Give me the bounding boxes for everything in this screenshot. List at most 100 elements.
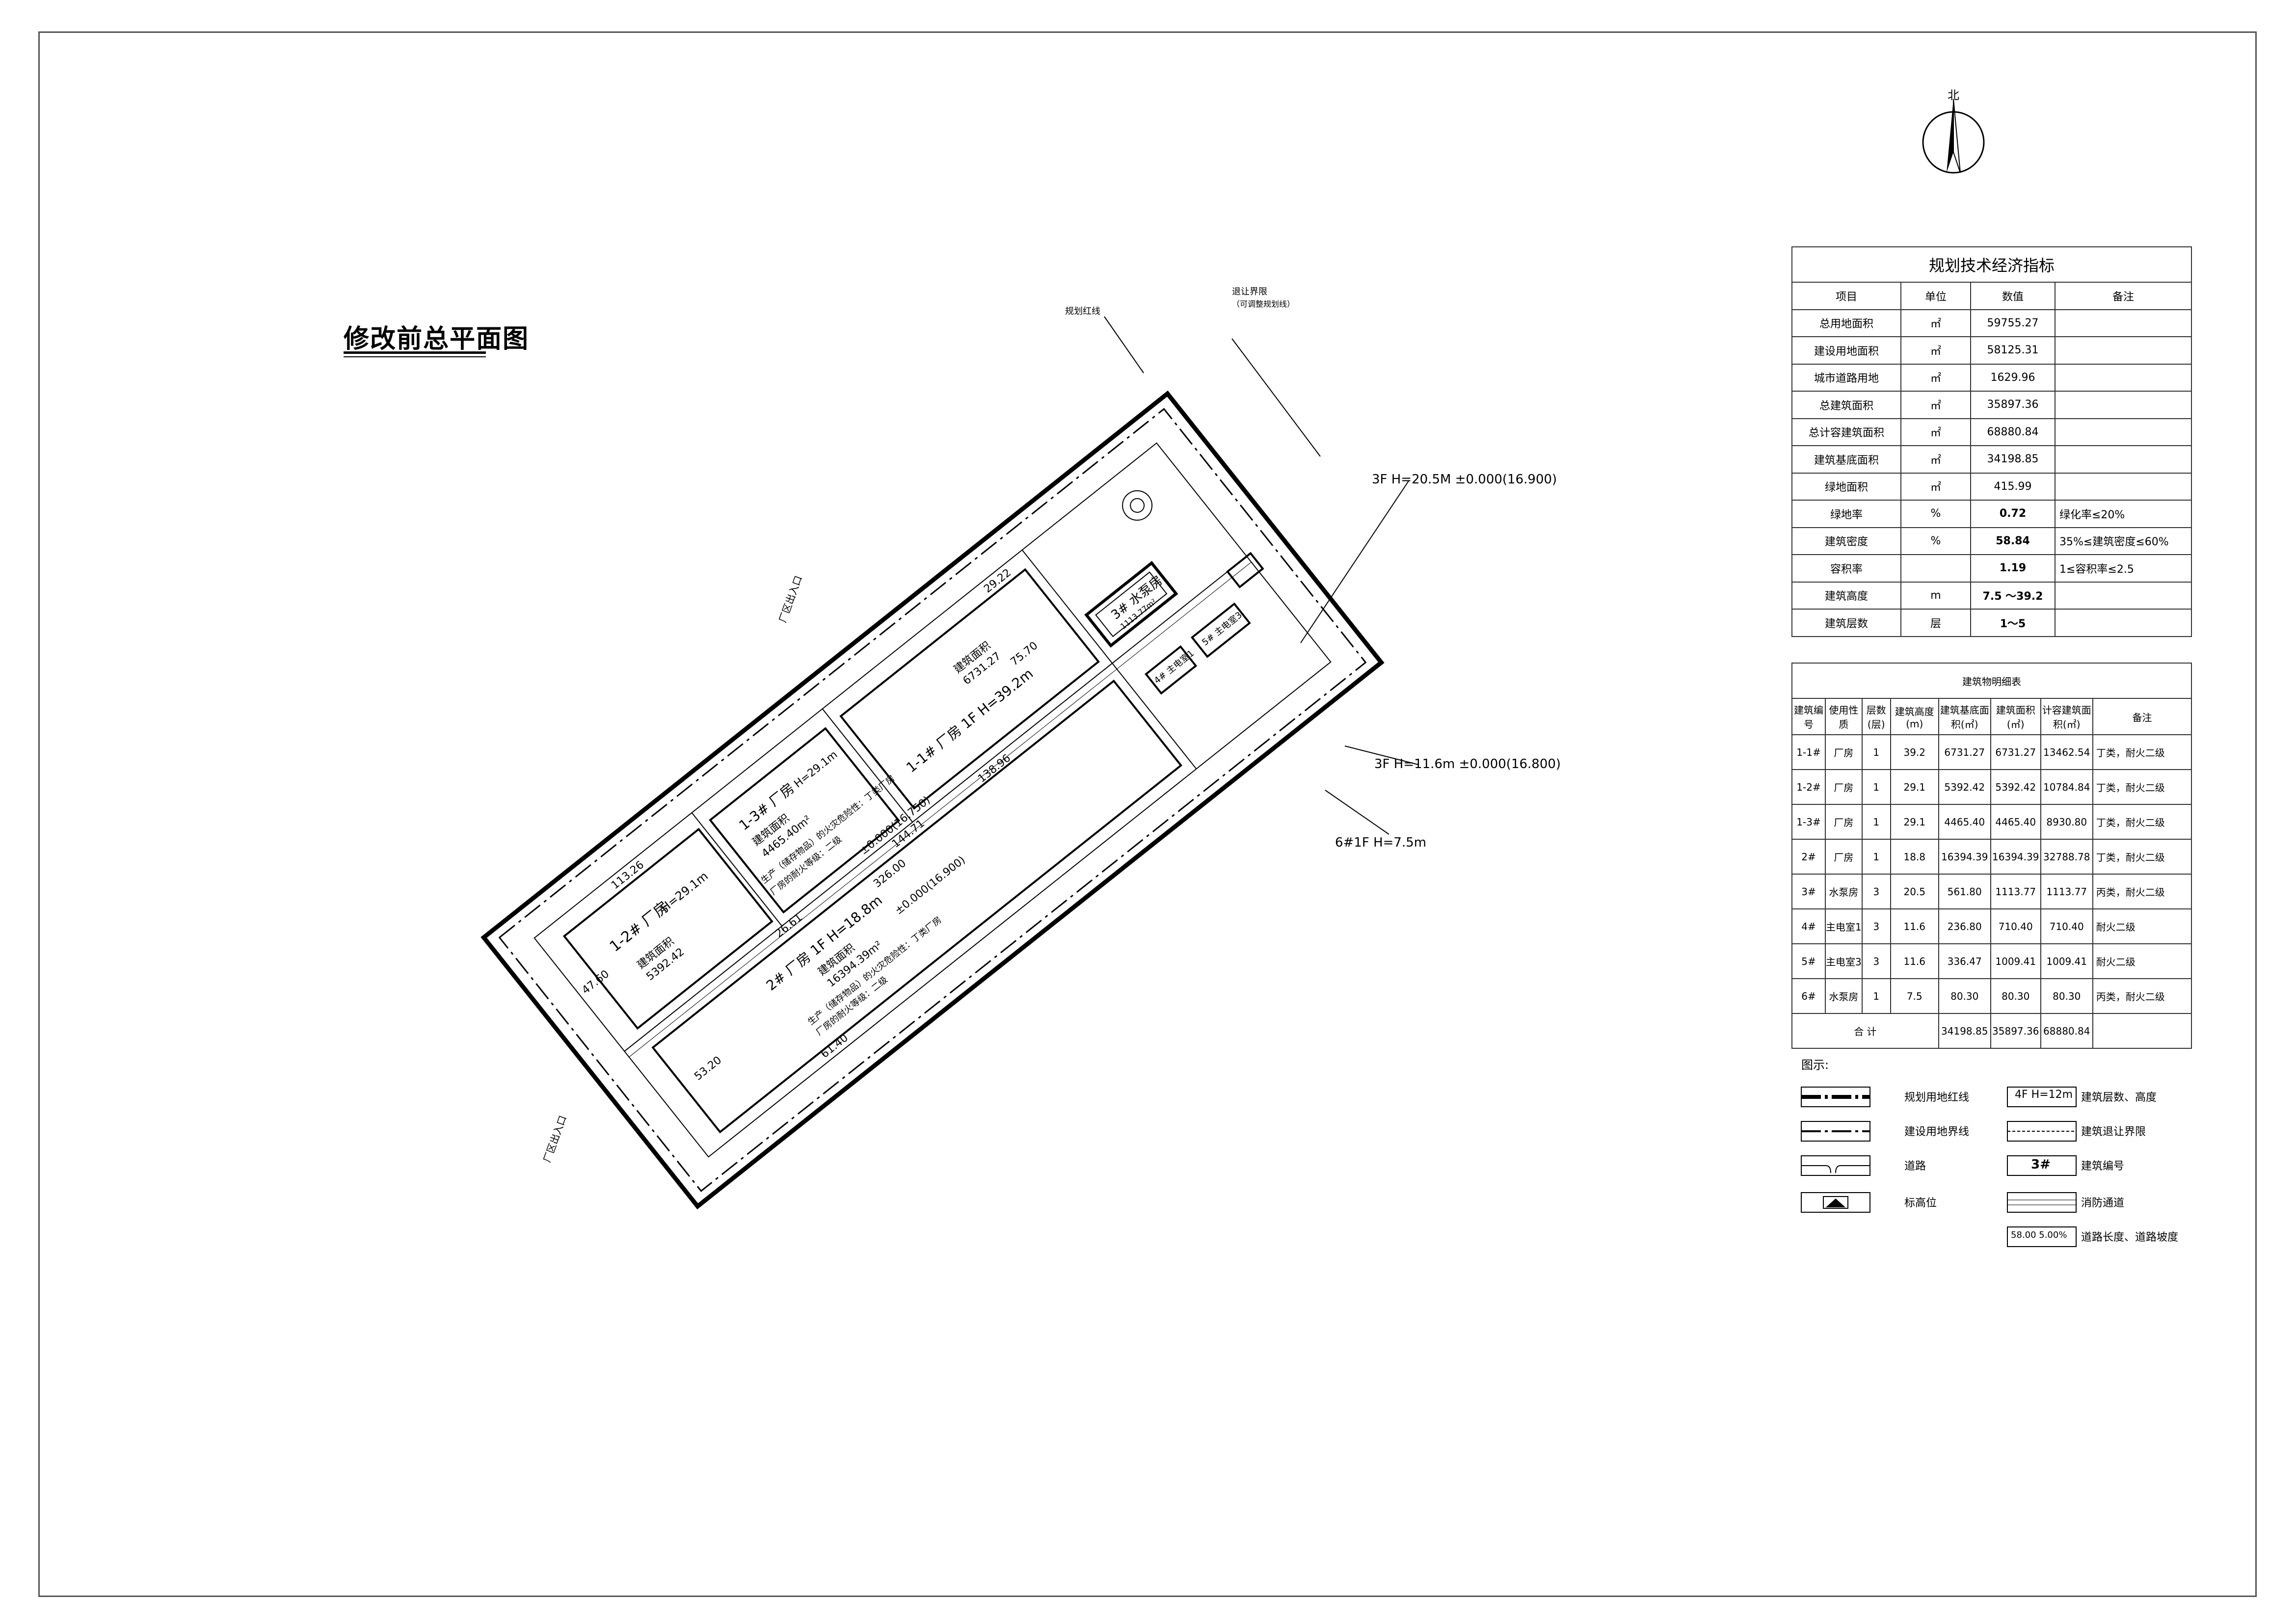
setback-note: 退让界限 — [1232, 287, 1267, 297]
building-cell: 厂房 — [1825, 734, 1863, 770]
building-1-2 — [562, 827, 774, 1030]
econ-cell — [2055, 336, 2192, 365]
building-cell: 5392.42 — [1990, 769, 2041, 805]
building-cell: 561.80 — [1938, 874, 1991, 909]
econ-cell: 1629.96 — [1970, 363, 2056, 392]
building-cell: 7.5 — [1890, 978, 1939, 1014]
building-cell: 丁类，耐火二级 — [2092, 769, 2192, 805]
econ-cell: 建筑层数 — [1791, 609, 1901, 637]
building-1-1 — [839, 568, 1100, 810]
building-cell: 5# — [1791, 943, 1826, 979]
econ-cell: 容积率 — [1791, 554, 1901, 583]
econ-cell: % — [1900, 500, 1971, 528]
building-cell: 8930.80 — [2040, 804, 2093, 840]
building-cell: 1009.41 — [2040, 943, 2093, 979]
building-1-3 — [709, 727, 900, 914]
bld-total-label: 合 计 — [1791, 1013, 1939, 1049]
building-cell: 10784.84 — [2040, 769, 2093, 805]
bld-header-base-area: 建筑基底面积(㎡) — [1938, 698, 1991, 735]
title-underline-thin — [344, 356, 486, 357]
bld-header-area: 建筑面积(㎡) — [1990, 698, 2041, 735]
building-cell: 16394.39 — [1990, 839, 2041, 875]
bld-total-base: 34198.85 — [1938, 1013, 1991, 1049]
legend-setback-label: 建筑退让界限 — [2081, 1126, 2146, 1138]
econ-cell — [1900, 554, 1971, 583]
building-4 — [1145, 645, 1198, 695]
building-cell: 11.6 — [1890, 943, 1939, 979]
econ-cell: 总计容建筑面积 — [1791, 418, 1901, 446]
building-cell: 80.30 — [1990, 978, 2041, 1014]
building-cell: 3# — [1791, 874, 1826, 909]
econ-cell: 1～5 — [1970, 609, 2056, 637]
building-cell: 16394.39 — [1938, 839, 1991, 875]
econ-cell: 68880.84 — [1970, 418, 2056, 446]
entrance-top: 厂区出入口 — [776, 574, 804, 624]
building-cell: 厂房 — [1825, 839, 1863, 875]
building-cell: 丁类，耐火二级 — [2092, 804, 2192, 840]
econ-cell: m — [1900, 581, 1971, 610]
building-cell: 20.5 — [1890, 874, 1939, 909]
building-cell: 3 — [1861, 874, 1891, 909]
bld-total-area: 35897.36 — [1990, 1013, 2041, 1049]
econ-cell: 1≤容积率≤2.5 — [2055, 554, 2192, 583]
legend-building-no-sample: 3# — [2031, 1157, 2051, 1172]
bld-total-far: 68880.84 — [2040, 1013, 2093, 1049]
building-cell: 1-2# — [1791, 769, 1826, 805]
building-cell: 80.30 — [1938, 978, 1991, 1014]
entrance-bottom: 厂区出入口 — [541, 1114, 569, 1164]
econ-cell — [2055, 445, 2192, 474]
dim-53: 53.20 — [692, 1054, 724, 1083]
econ-cell: 7.5 ～39.2 — [1970, 581, 2056, 610]
building-cell: 11.6 — [1890, 908, 1939, 944]
econ-cell: 总建筑面积 — [1791, 391, 1901, 419]
building-cell: 1 — [1861, 804, 1891, 840]
econ-cell: 0.72 — [1970, 500, 2056, 528]
label-1-2-height: H=29.1m — [658, 869, 711, 915]
econ-cell: 建筑密度 — [1791, 527, 1901, 555]
econ-cell: 建筑基底面积 — [1791, 445, 1901, 474]
north-arrow-icon: 北 — [1922, 88, 1985, 174]
bld-header-note: 备注 — [2092, 698, 2192, 735]
legend-red-line-label: 规划用地红线 — [1904, 1092, 1970, 1104]
econ-cell: 415.99 — [1970, 472, 2056, 501]
econ-cell — [2055, 309, 2192, 337]
building-cell: 1 — [1861, 734, 1891, 770]
building-cell: 丙类，耐火二级 — [2092, 874, 2192, 909]
construction-boundary — [498, 408, 1367, 1192]
building-cell: 厂房 — [1825, 804, 1863, 840]
econ-cell — [2055, 472, 2192, 501]
elev-top-callout: 3F H=20.5M ±0.000(16.900) — [1372, 472, 1557, 487]
bld-header-floors: 层数(层) — [1861, 698, 1891, 735]
econ-cell — [2055, 581, 2192, 610]
econ-header-note: 备注 — [2055, 282, 2192, 310]
setback-note2: （可调整规划线） — [1232, 299, 1295, 309]
econ-cell: ㎡ — [1900, 363, 1971, 392]
building-cell: 丙类，耐火二级 — [2092, 978, 2192, 1014]
econ-cell: 绿化率≤20% — [2055, 500, 2192, 528]
econ-header-item: 项目 — [1791, 282, 1901, 310]
econ-cell: 绿地面积 — [1791, 472, 1901, 501]
site-boundary — [481, 390, 1385, 1210]
legend-construction-line-label: 建设用地界线 — [1904, 1126, 1970, 1138]
legend-fire-lane-label: 消防通道 — [2081, 1197, 2125, 1209]
econ-cell: 总用地面积 — [1791, 309, 1901, 337]
legend-floors-sample: 4F H=12m — [2015, 1089, 2073, 1101]
building-cell: 29.1 — [1890, 804, 1939, 840]
legend-symbols — [1801, 1087, 2077, 1247]
legend-building-no-label: 建筑编号 — [2081, 1160, 2125, 1172]
building-cell: 1 — [1861, 839, 1891, 875]
building-cell: 水泵房 — [1825, 874, 1863, 909]
bld-header-far-area: 计容建筑面积(㎡) — [2040, 698, 2093, 735]
